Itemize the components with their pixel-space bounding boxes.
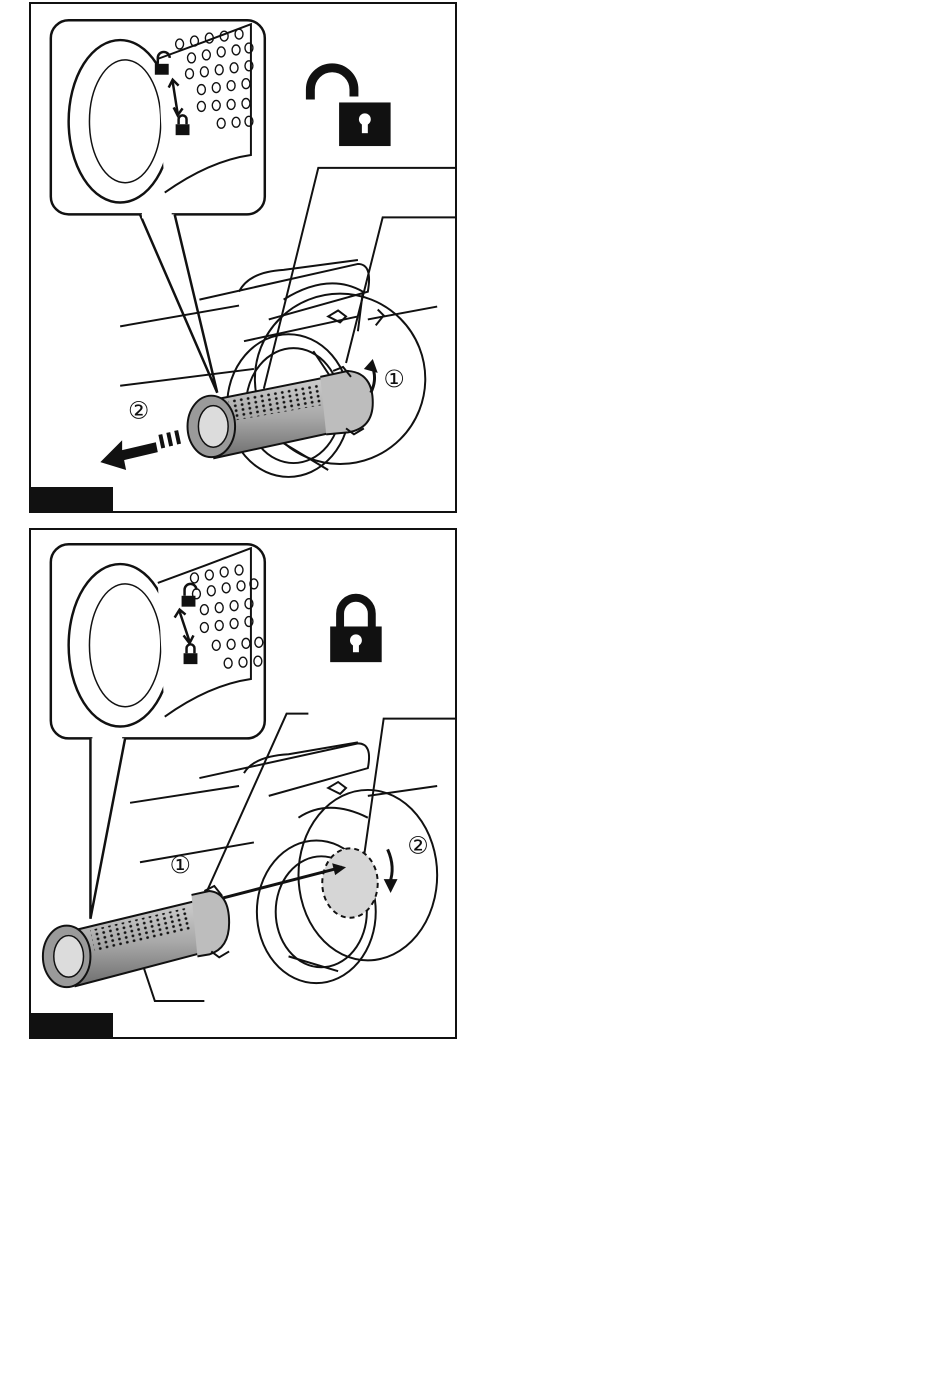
lock-illustration: ② ① (31, 530, 455, 1037)
inset-balloon (51, 20, 265, 392)
figure-number-tab (31, 1013, 113, 1037)
callout-step-1: ① (170, 851, 191, 879)
callout-step-2: ② (407, 831, 428, 859)
filter-tube (43, 886, 229, 987)
slot-highlight (322, 848, 377, 917)
callout-step-1: ① (384, 365, 405, 393)
rotate-arrow-icon (388, 849, 393, 883)
unlock-illustration: ① ② (31, 4, 455, 511)
figure-number-tab (31, 487, 113, 511)
pull-out-arrow-icon (100, 430, 181, 470)
callout-step-2: ② (128, 396, 149, 424)
padlock-closed-icon (330, 598, 382, 662)
figure-panel-lock: ② ① (29, 528, 457, 1039)
inset-balloon (51, 544, 265, 918)
padlock-open-icon (310, 68, 390, 146)
figure-panel-unlock: ① ② (29, 2, 457, 513)
